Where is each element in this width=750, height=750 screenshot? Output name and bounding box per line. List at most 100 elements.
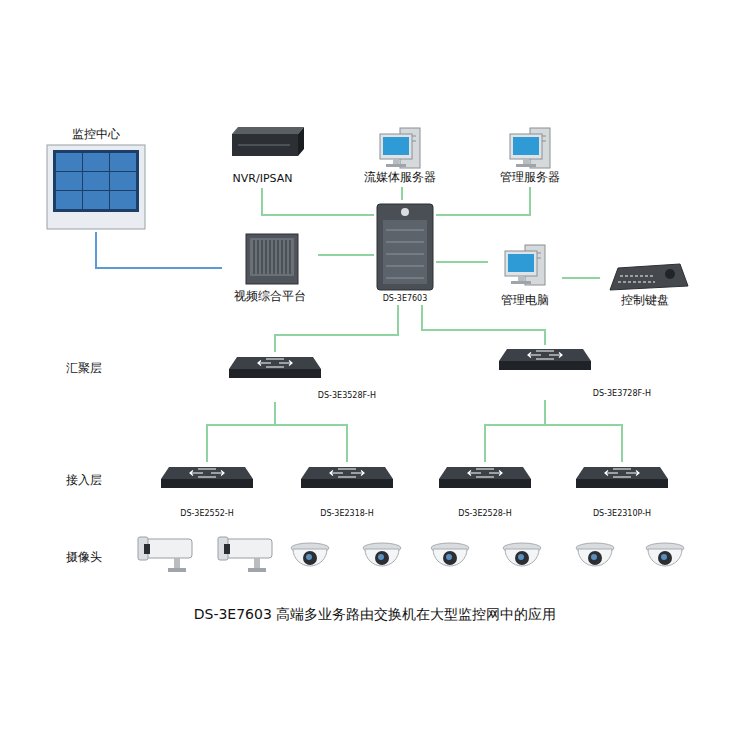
device-label: DS-3E2528-H [458,509,512,518]
device-label: 监控中心 [72,128,120,142]
rack-line [386,242,424,243]
device-label: DS-3E7603 [383,294,428,303]
rack-line [386,230,424,231]
rack-panel [383,220,427,284]
layer-label: 汇聚层 [66,362,102,376]
device-label: DS-3E3728F-H [593,389,651,398]
device-label: 管理电脑 [501,294,549,308]
network-link [485,400,545,462]
rack-line [386,254,424,255]
device-label: DS-3E2318-H [320,509,374,518]
network-link [207,402,275,462]
network-link [422,305,545,345]
device-node: 视频综合平台 [222,230,318,306]
keyboard-joystick [665,269,675,279]
network-link [436,187,530,215]
wall-cell [56,191,82,209]
keyboard-body [610,264,688,290]
nvr-slot [238,145,290,146]
device-label: DS-3E3528F-H [318,391,376,400]
device-node: 管理服务器 [485,125,575,187]
wall-cell [110,153,136,171]
layer-label: 接入层 [66,474,102,488]
nvr-device [232,127,304,156]
device-node: 监控中心 [45,126,147,232]
device-label: 管理服务器 [500,171,560,185]
aggregation-switch-icon [499,349,591,370]
device-node: 流媒体服务器 [350,125,450,187]
network-link [262,188,374,215]
video-wall [47,145,145,229]
device-node: DS-3E2552-H [157,462,257,520]
device-node: DS-3E2318-H [297,462,397,520]
camera-icon [646,543,684,566]
wall-cell [83,172,109,190]
wall-screen [53,150,139,212]
network-link [436,261,488,263]
wall-cell [110,191,136,209]
device-label: DS-3E2310P-H [593,509,651,518]
aggregation-switch-icon [229,357,321,378]
camera-icon [363,543,401,566]
camera-icon [138,537,192,572]
access-switch-icon [439,467,531,488]
device-label: 控制键盘 [621,294,669,308]
device-label: DS-3E2552-H [180,509,234,518]
nvr-side [298,127,304,156]
device-node: DS-3E7603 [374,200,436,305]
layer-label: 摄像头 [66,551,102,565]
chassis-slots [254,240,290,274]
streaming-server-icon [380,128,420,168]
device-node: DS-3E2310P-H [572,462,672,520]
device-node: DS-3E2528-H [435,462,535,520]
wall-cell [83,153,109,171]
network-link [275,305,398,352]
access-switch-icon [576,467,668,488]
nvr-front [232,134,298,156]
device-label: NVR/IPSAN [233,173,293,186]
device-node: DS-3E3728F-H [498,345,655,400]
wall-cell [56,172,82,190]
chassis-body [246,234,298,284]
rack-line [386,278,424,279]
network-link [562,277,600,279]
access-switch-icon [301,467,393,488]
network-link [318,254,374,256]
video-platform-chassis [246,234,298,284]
camera-icon [431,543,469,566]
wall-cell [83,191,109,209]
rack-line [386,266,424,267]
wall-cell [110,172,136,190]
network-link [545,400,622,462]
network-link [401,187,403,200]
access-switch-icon [161,467,253,488]
device-node: DS-3E3528F-H [228,352,380,402]
management-pc-icon [505,245,545,285]
network-link [275,402,347,462]
camera-icon [291,543,329,566]
keyboard-keys [618,276,655,282]
nvr-top [232,127,304,134]
camera-icon [503,543,541,566]
device-label: 流媒体服务器 [364,171,436,185]
device-node: NVR/IPSAN [215,122,310,188]
rack-logo [401,208,409,216]
camera-icon [576,543,614,566]
core-switch-rack [377,204,433,290]
control-keyboard-icon [610,264,688,290]
camera-icon [218,537,272,572]
caption: DS-3E7603 高端多业务路由交换机在大型监控网中的应用 [0,606,750,622]
wall-frame [47,145,145,229]
device-label: 视频综合平台 [234,290,306,304]
device-node: 控制键盘 [600,258,690,310]
device-node: 管理电脑 [488,238,562,310]
management-server-icon [510,128,550,168]
chassis-panel [250,238,294,276]
wall-cell [56,153,82,171]
network-link [96,232,222,268]
rack-body [377,204,433,290]
